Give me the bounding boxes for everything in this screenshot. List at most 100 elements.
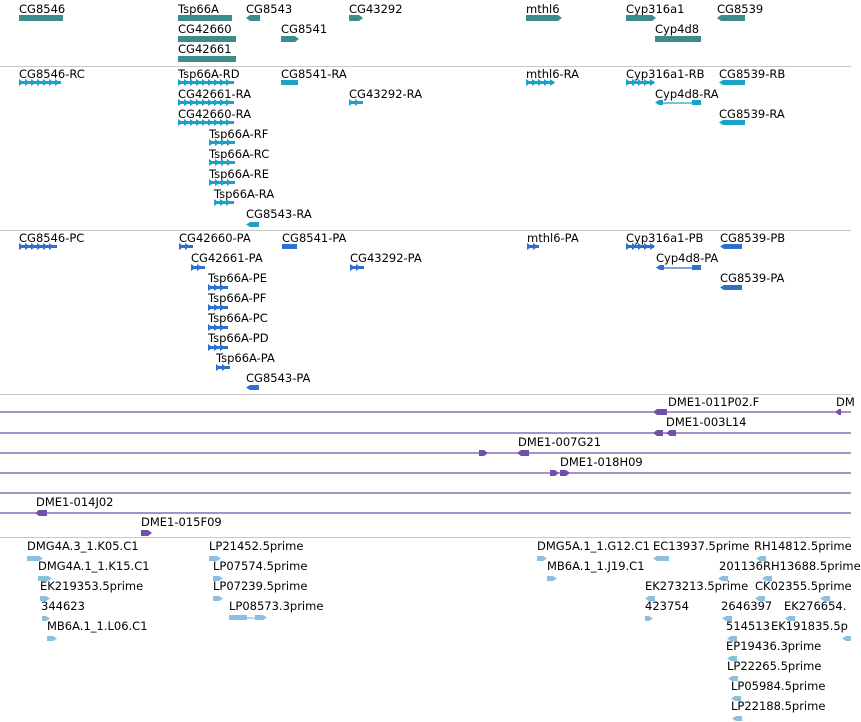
strand-arrow-glyph[interactable]	[19, 79, 24, 86]
strand-arrow-glyph[interactable]	[190, 79, 195, 86]
alignment-glyph[interactable]	[479, 450, 488, 456]
strand-arrow-glyph[interactable]	[632, 79, 637, 86]
strand-arrow-glyph[interactable]	[220, 344, 225, 351]
strand-arrow-glyph[interactable]	[215, 139, 220, 146]
strand-arrow-glyph[interactable]	[226, 199, 231, 206]
strand-arrow-glyph[interactable]	[214, 284, 219, 291]
transcript-glyph[interactable]	[246, 222, 259, 227]
gene-glyph[interactable]	[526, 15, 562, 21]
strand-arrow-glyph[interactable]	[25, 243, 30, 250]
alignment-glyph[interactable]	[550, 470, 559, 476]
strand-arrow-glyph[interactable]	[196, 79, 201, 86]
est-glyph[interactable]	[722, 616, 732, 621]
exon-glyph[interactable]	[692, 100, 701, 105]
feature-label[interactable]: DME1-014J02	[36, 495, 114, 509]
feature-label[interactable]: CG43292	[349, 2, 403, 16]
strand-arrow-glyph[interactable]	[227, 159, 232, 166]
alignment-glyph[interactable]	[517, 450, 529, 456]
est-glyph[interactable]	[728, 676, 738, 681]
est-glyph[interactable]	[732, 716, 742, 721]
strand-arrow-glyph[interactable]	[209, 139, 214, 146]
strand-arrow-glyph[interactable]	[208, 79, 213, 86]
strand-arrow-glyph[interactable]	[226, 99, 231, 106]
feature-label[interactable]: RH13688.5prime	[763, 559, 861, 573]
feature-label[interactable]: CG8543-RA	[246, 207, 312, 221]
feature-label[interactable]: 514513	[726, 619, 770, 633]
strand-arrow-glyph[interactable]	[185, 243, 190, 250]
strand-arrow-glyph[interactable]	[178, 119, 183, 126]
est-glyph[interactable]	[755, 596, 765, 601]
feature-label[interactable]: Tsp66A-PE	[208, 271, 268, 285]
strand-arrow-glyph[interactable]	[191, 264, 196, 271]
strand-arrow-glyph[interactable]	[221, 139, 226, 146]
strand-arrow-glyph[interactable]	[220, 324, 225, 331]
strand-arrow-glyph[interactable]	[190, 119, 195, 126]
strand-arrow-glyph[interactable]	[650, 79, 655, 86]
strand-arrow-glyph[interactable]	[208, 284, 213, 291]
strand-arrow-glyph[interactable]	[197, 264, 202, 271]
feature-label[interactable]: LP07574.5prime	[213, 559, 308, 573]
gene-glyph[interactable]	[349, 15, 363, 21]
strand-arrow-glyph[interactable]	[220, 199, 225, 206]
transcript-glyph[interactable]	[719, 120, 745, 125]
strand-arrow-glyph[interactable]	[220, 99, 225, 106]
feature-label[interactable]: 423754	[645, 599, 689, 613]
strand-arrow-glyph[interactable]	[632, 243, 637, 250]
strand-arrow-glyph[interactable]	[209, 159, 214, 166]
feature-label[interactable]: Tsp66A-PD	[208, 331, 269, 345]
transcript-glyph[interactable]	[282, 244, 297, 249]
gene-glyph[interactable]	[655, 36, 701, 42]
strand-arrow-glyph[interactable]	[31, 243, 36, 250]
feature-label[interactable]: CG8539-RB	[719, 67, 786, 81]
strand-arrow-glyph[interactable]	[533, 243, 538, 250]
strand-arrow-glyph[interactable]	[550, 79, 555, 86]
strand-arrow-glyph[interactable]	[214, 344, 219, 351]
strand-arrow-glyph[interactable]	[184, 99, 189, 106]
feature-label[interactable]: EK276654.	[784, 599, 847, 613]
gene-glyph[interactable]	[281, 36, 299, 42]
feature-label[interactable]: DMG5A.1_1.G12.C1	[537, 539, 650, 553]
gene-glyph[interactable]	[717, 15, 745, 21]
est-glyph[interactable]	[547, 576, 557, 581]
transcript-glyph[interactable]	[719, 80, 745, 85]
feature-label[interactable]: LP07239.5prime	[213, 579, 308, 593]
est-glyph[interactable]	[727, 636, 737, 641]
feature-label[interactable]: DME1-007G21	[518, 435, 602, 449]
strand-arrow-glyph[interactable]	[626, 243, 631, 250]
alignment-glyph[interactable]	[653, 430, 663, 436]
feature-label[interactable]: CG8539	[717, 2, 764, 16]
est-glyph[interactable]	[213, 576, 223, 581]
feature-label[interactable]: CG42661	[178, 42, 232, 56]
feature-label[interactable]: EK273213.5prime	[645, 579, 749, 593]
est-glyph[interactable]	[718, 576, 728, 581]
alignment-glyph[interactable]	[141, 530, 152, 536]
feature-label[interactable]: EP19436.3prime	[726, 639, 822, 653]
est-glyph[interactable]	[820, 596, 830, 601]
strand-arrow-glyph[interactable]	[644, 243, 649, 250]
feature-label[interactable]: CG8539-PB	[720, 231, 786, 245]
feature-label[interactable]: MB6A.1_1.J19.C1	[547, 559, 645, 573]
feature-label[interactable]: CG42661-RA	[178, 87, 252, 101]
strand-arrow-glyph[interactable]	[209, 179, 214, 186]
feature-label[interactable]: DME1-003L14	[666, 415, 747, 429]
exon-glyph[interactable]	[655, 100, 663, 105]
alignment-glyph[interactable]	[666, 430, 676, 436]
feature-label[interactable]: Tsp66A-PC	[208, 311, 268, 325]
strand-arrow-glyph[interactable]	[214, 199, 219, 206]
feature-label[interactable]: Cyp316a1-PB	[626, 231, 704, 245]
est-glyph[interactable]	[47, 636, 57, 641]
est-glyph[interactable]	[537, 556, 547, 561]
alignment-glyph[interactable]	[653, 409, 667, 415]
feature-label[interactable]: LP08573.3prime	[229, 599, 324, 613]
est-glyph[interactable]	[38, 576, 52, 581]
strand-arrow-glyph[interactable]	[179, 243, 184, 250]
feature-label[interactable]: CG8543	[246, 2, 293, 16]
strand-arrow-glyph[interactable]	[355, 99, 360, 106]
strand-arrow-glyph[interactable]	[349, 99, 354, 106]
strand-arrow-glyph[interactable]	[208, 324, 213, 331]
strand-arrow-glyph[interactable]	[37, 243, 42, 250]
feature-label[interactable]: Cyp4d8	[655, 22, 700, 36]
est-glyph[interactable]	[645, 616, 653, 621]
strand-arrow-glyph[interactable]	[226, 119, 231, 126]
alignment-glyph[interactable]	[35, 510, 47, 516]
